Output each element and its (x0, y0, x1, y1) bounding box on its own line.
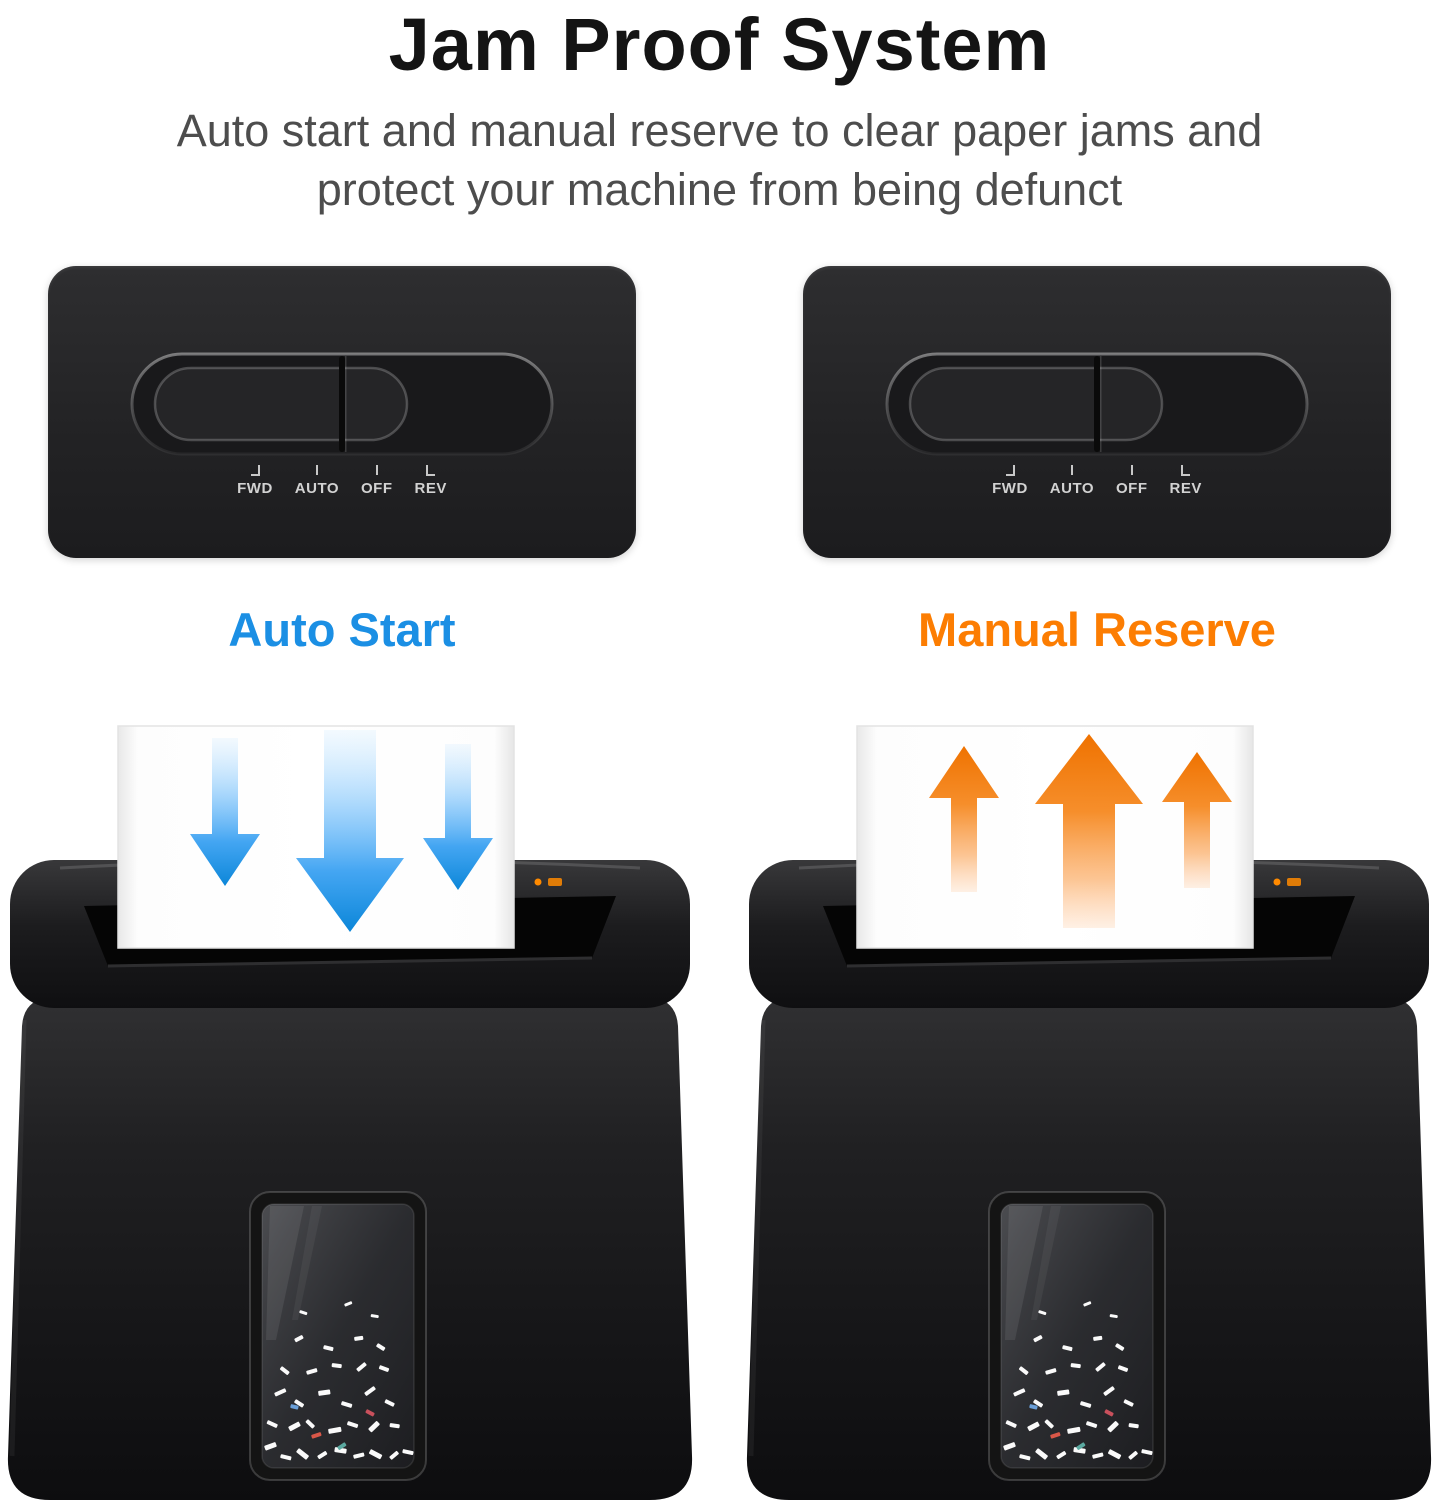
switch-position-fwd: FWD (237, 464, 273, 497)
switch-position-off: OFF (361, 464, 393, 497)
tick-mark-icon (250, 464, 260, 476)
switch-position-labels: FWD AUTO OFF REV (48, 464, 636, 497)
switch-position-auto: AUTO (1050, 464, 1094, 497)
switch-label: AUTO (294, 479, 340, 497)
switch-label: FWD (237, 479, 273, 497)
tick-mark-icon (1130, 464, 1133, 475)
feed-down-arrows (190, 730, 493, 932)
tick-mark-icon (1180, 464, 1190, 476)
mode-slider-switch (885, 352, 1309, 456)
switch-position-rev: REV (415, 464, 447, 497)
auto-start-label: Auto Start (228, 602, 456, 656)
shredder-auto-start-illustration (0, 700, 700, 1500)
tick-mark-icon (375, 464, 378, 475)
reverse-up-arrows (929, 734, 1232, 928)
switch-position-labels: FWD AUTO OFF REV (803, 464, 1391, 497)
page-title: Jam Proof System (388, 3, 1051, 86)
switch-position-fwd: FWD (992, 464, 1028, 497)
tick-mark-icon (315, 464, 318, 475)
shredder-manual-reserve-illustration (739, 700, 1439, 1500)
mode-slider-switch (130, 352, 554, 456)
manual-reserve-label: Manual Reserve (918, 602, 1276, 656)
switch-position-auto: AUTO (295, 464, 339, 497)
switch-position-off: OFF (1116, 464, 1148, 497)
subtitle: Auto start and manual reserve to clear p… (30, 101, 1410, 220)
switch-label: REV (1169, 479, 1202, 497)
tick-mark-icon (1005, 464, 1015, 476)
manual-reserve-column: FWD AUTO OFF REV Manual Re (803, 265, 1391, 657)
control-panel-auto: FWD AUTO OFF REV (48, 265, 636, 558)
switch-label: AUTO (1049, 479, 1095, 497)
switch-position-rev: REV (1170, 464, 1202, 497)
auto-start-column: FWD AUTO OFF REV Auto Star (48, 265, 636, 657)
shredders-row (0, 700, 1439, 1500)
control-panel-manual: FWD AUTO OFF REV (803, 265, 1391, 558)
subtitle-line-1: Auto start and manual reserve to clear p… (176, 105, 1263, 156)
control-panels-row: FWD AUTO OFF REV Auto Star (48, 265, 1391, 657)
switch-label: REV (414, 479, 447, 497)
subtitle-line-2: protect your machine from being defunct (316, 164, 1123, 216)
tick-mark-icon (1070, 464, 1073, 475)
switch-label: OFF (1116, 479, 1148, 497)
switch-label: OFF (361, 479, 393, 497)
tick-mark-icon (425, 464, 435, 476)
switch-label: FWD (992, 479, 1028, 497)
